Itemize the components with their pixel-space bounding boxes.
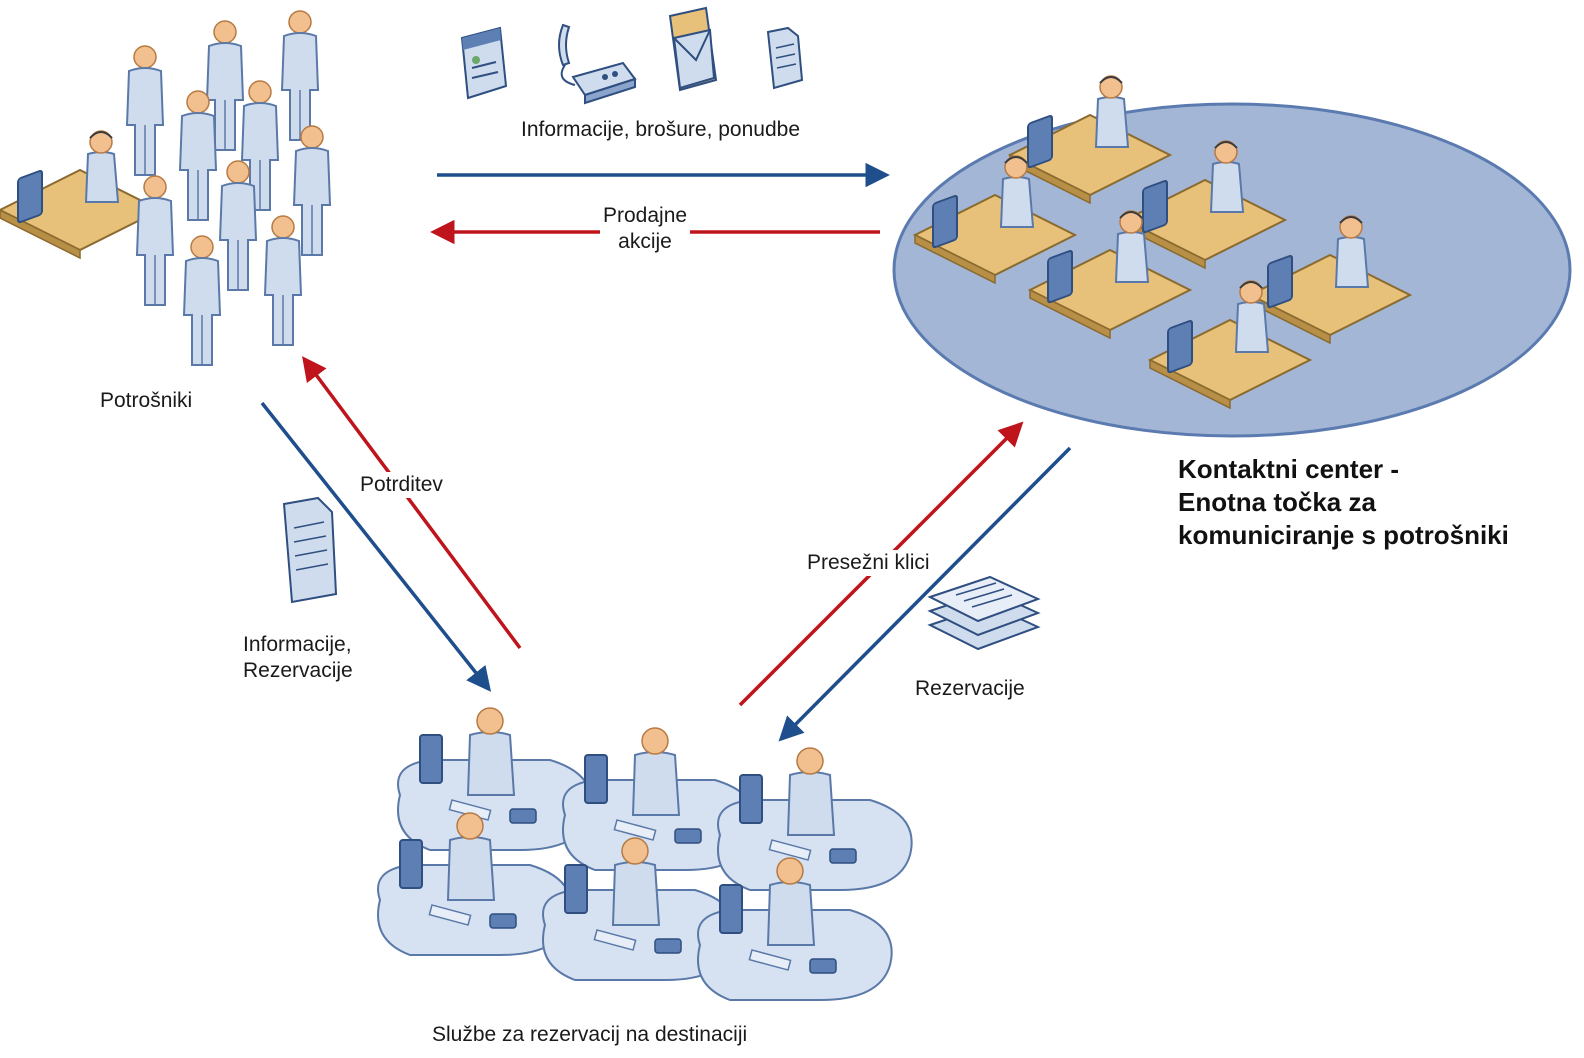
label-destination-services: Službe za rezervacij na destinaciji: [432, 1023, 748, 1046]
label-sales-actions-line2: akcije: [618, 230, 672, 253]
label-contact-center-line2: Enotna točka za: [1178, 487, 1376, 517]
label-contact-center-line3: komuniciranje s potrošniki: [1178, 520, 1509, 550]
destination-services-group: [377, 707, 913, 1001]
certificate-icon: [460, 26, 508, 100]
document-stack-icon: [927, 575, 1041, 651]
document-icon: [282, 496, 338, 604]
label-reservations: Rezervacije: [915, 677, 1025, 700]
label-contact-center-line1: Kontaktni center -: [1178, 454, 1400, 484]
label-info-reservations: Informacije, Rezervacije: [243, 632, 353, 684]
label-consumers: Potrošniki: [100, 389, 193, 412]
label-overflow-calls: Presežni klici: [804, 550, 933, 576]
label-info-reservations-line1: Informacije,: [243, 633, 352, 656]
consumers-group: [0, 10, 331, 366]
telephone-icon: [558, 23, 637, 105]
label-info-brochures: Informacije, brošure, ponudbe: [521, 118, 800, 141]
arrow-destination-to-consumers: [302, 356, 522, 650]
label-contact-center: Kontaktni center - Enotna točka za komun…: [1178, 453, 1509, 552]
label-sales-actions: Prodajne akcije: [600, 203, 691, 255]
document-icon: [766, 26, 804, 90]
label-sales-actions-line1: Prodajne: [603, 204, 688, 227]
label-confirmation: Potrditev: [357, 472, 446, 498]
label-info-reservations-line2: Rezervacije: [243, 659, 353, 682]
contact-center-group: [892, 75, 1572, 438]
arrow-center-to-destination: [778, 446, 1072, 742]
arrow-consumers-to-destination: [260, 401, 492, 692]
envelope-icon: [668, 6, 718, 92]
